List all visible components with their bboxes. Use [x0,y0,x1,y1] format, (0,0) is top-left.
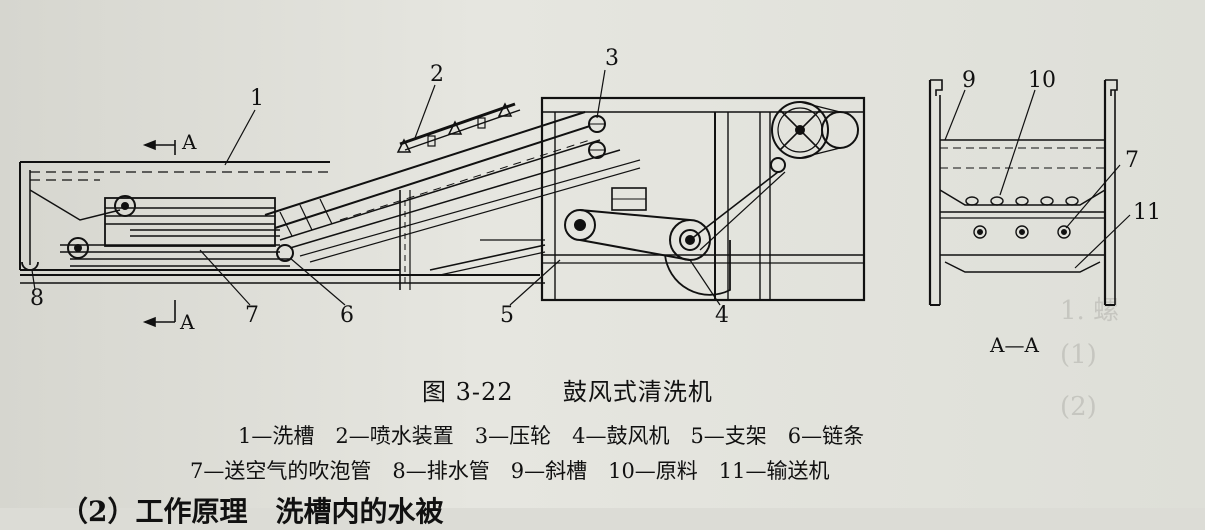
callout-8: 8 [30,286,44,311]
air-bubble-pipes [60,229,290,267]
callout-6: 6 [340,303,354,328]
callout-7: 7 [245,303,259,328]
washing-tank [19,161,540,276]
callout-2: 2 [430,62,444,87]
callout-7-section: 7 [1125,148,1139,173]
drain-pipe [21,261,39,271]
support-frame [20,96,866,302]
callout-11: 11 [1133,200,1161,225]
water-spray-device [396,102,521,153]
lower-conveyor [67,195,294,262]
figure-caption: 图 3-22 鼓风式清洗机 [422,372,713,407]
blower [564,187,731,296]
callout-5: 5 [500,303,514,328]
legend-line-2: 7—送空气的吹泡管 8—排水管 9—斜槽 10—原料 11—输送机 [190,459,830,483]
section-arrow-label-bottom: A [180,310,195,334]
bleed-through-text: (2) [1060,392,1097,422]
body-text-partial: （2）工作原理 洗槽内的水被 [60,495,444,528]
bleed-through-text: 1. 螺 [1060,296,1120,326]
bleed-through-text: (1) [1060,340,1097,370]
pressure-wheels [588,115,606,159]
section-view-aa [928,79,1131,306]
section-arrow-label-top: A [182,130,197,154]
legend-line-1: 1—洗槽 2—喷水装置 3—压轮 4—鼓风机 5—支架 6—链条 [238,424,865,448]
inclined-conveyor-chain [264,111,641,263]
callout-10: 10 [1028,68,1056,93]
callout-3: 3 [605,46,619,71]
section-cut-line [142,139,176,328]
figure-title: 鼓风式清洗机 [562,378,713,406]
figure-number: 图 3-22 [422,378,514,406]
section-view-label: A—A [990,333,1039,357]
washer-diagram [19,69,1131,328]
callout-4: 4 [715,303,729,328]
leader-lines [31,69,721,306]
callout-1: 1 [250,86,264,111]
callout-9: 9 [962,68,976,93]
drive-sprocket [689,101,859,251]
